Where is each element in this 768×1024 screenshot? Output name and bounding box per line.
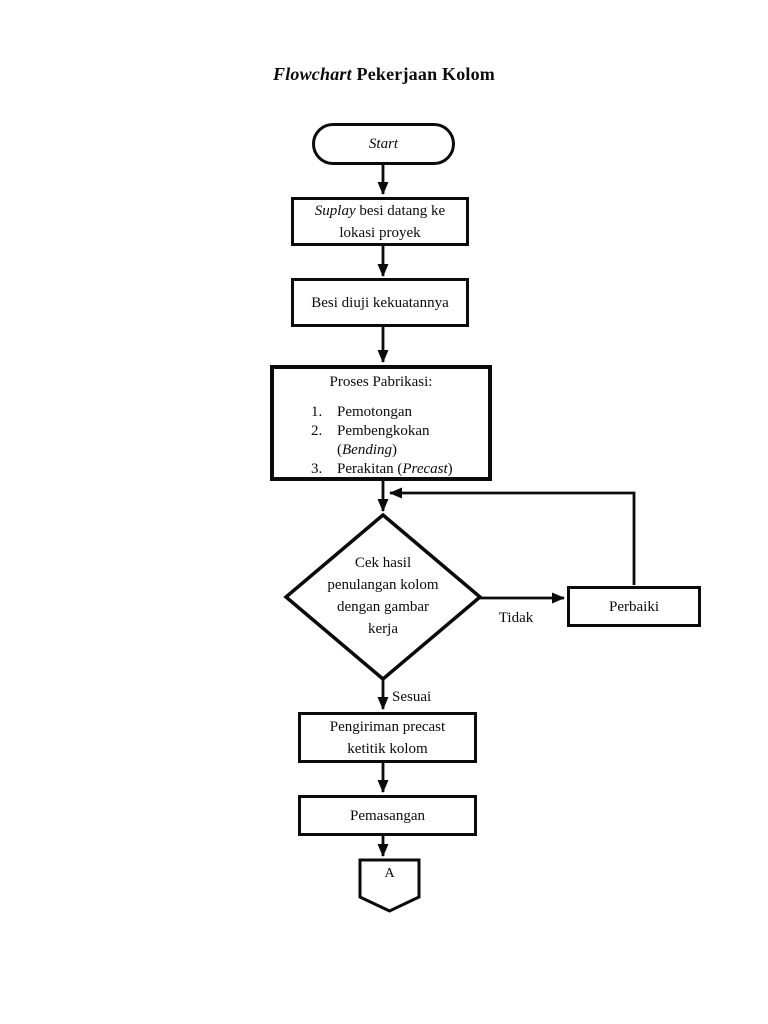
node-besi-diuji: Besi diuji kekuatannya bbox=[291, 278, 469, 327]
item3-pre: Perakitan ( bbox=[337, 461, 403, 477]
item1-number: 1. bbox=[311, 404, 323, 420]
suplay-line1-rest: besi datang ke bbox=[355, 202, 446, 219]
decision-line2: penulangan kolom bbox=[327, 577, 439, 593]
node-proses-pabrikasi: Proses Pabrikasi: 1. Pemotongan 2. Pembe… bbox=[270, 365, 492, 481]
item3-precast-italic: Precast bbox=[402, 461, 448, 477]
item2-paren-close: ) bbox=[392, 442, 397, 458]
offpage-connector-shape bbox=[358, 858, 421, 913]
item3-post: ) bbox=[447, 461, 453, 477]
pabrikasi-item-3: 3. Perakitan (Precast) bbox=[311, 460, 482, 479]
start-label: Start bbox=[368, 136, 399, 152]
offpage-connector-label: A bbox=[384, 866, 395, 881]
pabrikasi-item-2: 2. Pembengkokan (Bending) bbox=[311, 422, 482, 460]
item3-number: 3. bbox=[311, 461, 323, 477]
branch-label-sesuai: Sesuai bbox=[392, 689, 432, 705]
pabrikasi-item-1: 1. Pemotongan bbox=[311, 403, 482, 422]
node-pemasangan: Pemasangan bbox=[298, 795, 477, 836]
item2-number: 2. bbox=[311, 423, 323, 439]
decision-diamond-shape bbox=[283, 512, 483, 682]
item2-paren-open: ( bbox=[337, 442, 342, 458]
perbaiki-label: Perbaiki bbox=[609, 598, 659, 615]
pabrikasi-list: 1. Pemotongan 2. Pembengkokan (Bending) … bbox=[280, 403, 482, 479]
node-start: Start bbox=[312, 123, 455, 165]
item2-text: Pembengkokan (Bending) bbox=[337, 422, 482, 460]
node-perbaiki: Perbaiki bbox=[567, 586, 701, 627]
title-italic-part: Flowchart bbox=[272, 64, 352, 84]
pengiriman-label: Pengiriman precast ketitik kolom bbox=[330, 716, 445, 760]
page-title: Flowchart Pekerjaan Kolom bbox=[0, 64, 768, 85]
decision-line4: kerja bbox=[368, 621, 398, 637]
suplay-italic-word: Suplay bbox=[314, 202, 356, 219]
node-pengiriman-precast: Pengiriman precast ketitik kolom bbox=[298, 712, 477, 763]
suplay-line2: lokasi proyek bbox=[339, 224, 421, 241]
decision-line3: dengan gambar bbox=[336, 599, 430, 615]
item1-text: Pemotongan bbox=[337, 404, 412, 420]
decision-line1: Cek hasil bbox=[354, 555, 412, 571]
item2-word: Pembengkokan bbox=[337, 423, 430, 439]
node-suplay-besi: Suplay besi datang ke lokasi proyek bbox=[291, 197, 469, 246]
item3-text: Perakitan (Precast) bbox=[337, 460, 482, 479]
suplay-label: Suplay besi datang ke lokasi proyek bbox=[315, 200, 445, 244]
item2-bending-italic: Bending bbox=[342, 442, 392, 458]
pengiriman-line2: ketitik kolom bbox=[347, 740, 428, 757]
title-regular-part: Pekerjaan Kolom bbox=[351, 64, 495, 84]
suplay-line1: Suplay besi datang ke bbox=[315, 200, 445, 222]
besi-diuji-label: Besi diuji kekuatannya bbox=[311, 294, 449, 311]
pabrikasi-heading: Proses Pabrikasi: bbox=[329, 374, 433, 390]
branch-label-tidak: Tidak bbox=[498, 610, 534, 626]
pemasangan-label: Pemasangan bbox=[350, 807, 425, 824]
edge-perbaiki-feedback-loop bbox=[389, 487, 636, 585]
pengiriman-line1: Pengiriman precast bbox=[329, 718, 446, 735]
decision-label: Cek hasil penulangan kolom dengan gambar… bbox=[288, 552, 478, 640]
